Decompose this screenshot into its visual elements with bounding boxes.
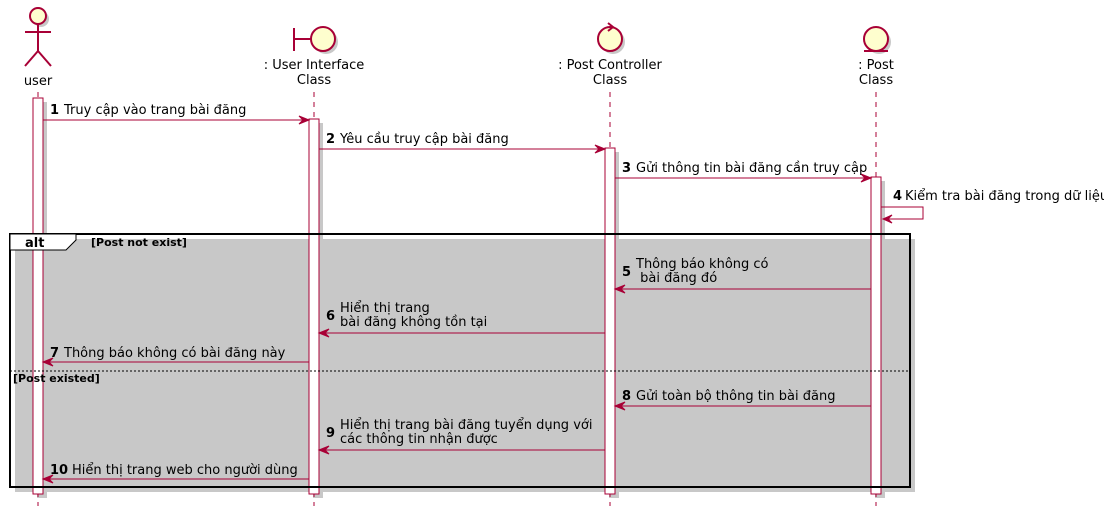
arrowhead bbox=[860, 173, 873, 183]
activation-bar-ctrl bbox=[604, 147, 616, 495]
arrowhead bbox=[41, 474, 54, 484]
arrowhead bbox=[41, 357, 54, 367]
participant-label: user bbox=[24, 74, 53, 89]
arrowhead bbox=[613, 284, 626, 294]
message-label: bài đăng đó bbox=[636, 271, 717, 286]
alt-keyword: alt bbox=[25, 236, 44, 251]
message-label: Thông báo không có bài đăng này bbox=[63, 346, 286, 361]
message-label: Gửi thông tin bài đăng cần truy cập bbox=[636, 161, 867, 176]
arrowhead bbox=[594, 144, 607, 154]
message-1: 1 Truy cập vào trang bài đăng bbox=[43, 103, 311, 125]
else-guard: [Post existed] bbox=[13, 372, 100, 385]
message-number: 2 bbox=[326, 132, 335, 147]
message-10: 10 Hiển thị trang web cho người dùng bbox=[41, 463, 309, 484]
message-label: Truy cập vào trang bài đăng bbox=[63, 103, 246, 118]
alt-fragment bbox=[9, 233, 911, 488]
message-label: Hiển thị trang bài đăng tuyển dụng với bbox=[340, 418, 592, 433]
activation-bar-ui bbox=[308, 118, 320, 495]
participant-label: Class bbox=[593, 73, 627, 88]
arrowhead bbox=[298, 115, 311, 125]
message-number: 9 bbox=[326, 426, 335, 441]
message-number: 4 bbox=[893, 189, 902, 204]
actor-icon bbox=[24, 7, 52, 67]
participant-user: user bbox=[24, 7, 53, 89]
message-label: Hiển thị trang bbox=[340, 301, 430, 316]
message-7: 7 Thông báo không có bài đăng này bbox=[41, 346, 309, 367]
message-2: 2 Yêu cầu truy cập bài đăng bbox=[319, 132, 607, 154]
message-label: Hiển thị trang web cho người dùng bbox=[72, 463, 298, 478]
message-label: Kiểm tra bài đăng trong dữ liệu bbox=[905, 189, 1104, 204]
message-8: 8 Gửi toàn bộ thông tin bài đăng bbox=[613, 389, 871, 411]
message-number: 10 bbox=[50, 463, 68, 478]
activation-bar-user bbox=[32, 97, 44, 495]
message-arrow bbox=[881, 206, 924, 220]
message-number: 6 bbox=[326, 309, 335, 324]
message-number: 8 bbox=[622, 389, 631, 404]
control-icon bbox=[597, 22, 625, 54]
message-number: 5 bbox=[622, 265, 631, 280]
participant-label: Class bbox=[859, 73, 893, 88]
arrowhead bbox=[317, 328, 330, 338]
message-number: 1 bbox=[50, 103, 59, 118]
message-9: 9 Hiển thị trang bài đăng tuyển dụng vớic… bbox=[317, 418, 605, 455]
message-3: 3 Gửi thông tin bài đăng cần truy cập bbox=[615, 161, 873, 183]
message-label: Thông báo không có bbox=[635, 257, 769, 272]
boundary-icon bbox=[293, 26, 338, 54]
message-label: bài đăng không tồn tại bbox=[340, 315, 487, 330]
arrowhead bbox=[613, 401, 626, 411]
participant-label: : Post bbox=[858, 58, 894, 73]
message-label: Gửi toàn bộ thông tin bài đăng bbox=[636, 389, 835, 404]
participant-label: : User Interface bbox=[264, 58, 364, 73]
participant-label: Class bbox=[297, 73, 331, 88]
message-number: 3 bbox=[622, 161, 631, 176]
message-5: 5 Thông báo không có bài đăng đó bbox=[613, 257, 871, 294]
message-number: 7 bbox=[50, 346, 59, 361]
alt-guard: [Post not exist] bbox=[91, 236, 187, 249]
message-label: các thông tin nhận được bbox=[340, 432, 498, 447]
activation-bar-post bbox=[870, 176, 882, 495]
participant-label: : Post Controller bbox=[558, 58, 662, 73]
arrowhead bbox=[881, 214, 893, 224]
entity-icon bbox=[863, 26, 891, 54]
alt-tab bbox=[9, 233, 77, 251]
arrowhead bbox=[317, 445, 330, 455]
message-label: Yêu cầu truy cập bài đăng bbox=[339, 132, 509, 147]
